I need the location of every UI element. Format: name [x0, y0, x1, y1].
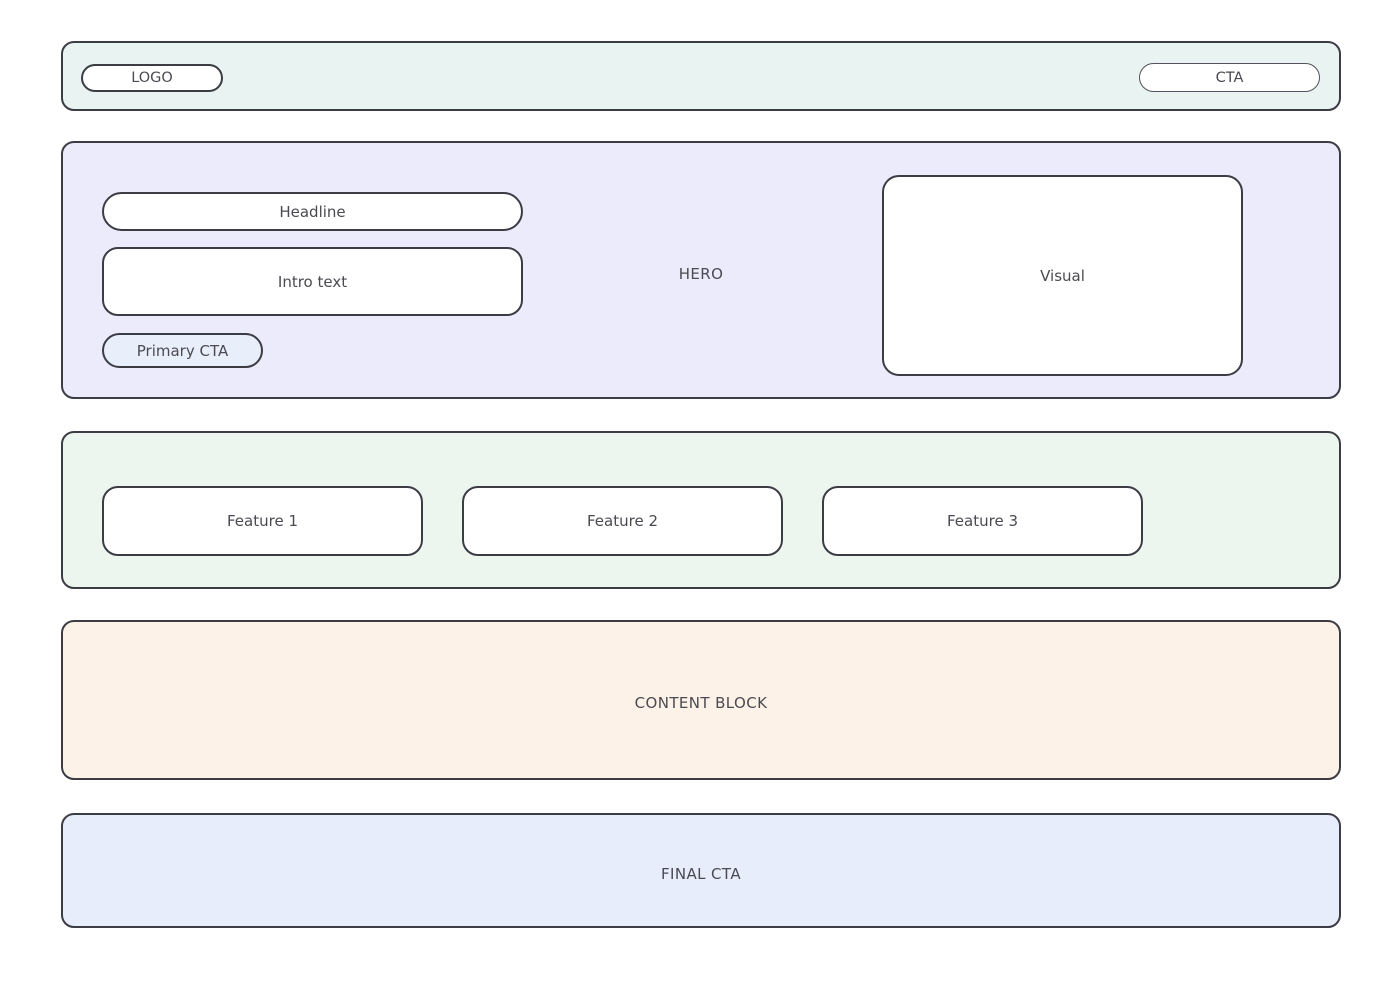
- hero-section: HERO Headline Intro text Primary CTA Vis…: [61, 141, 1341, 399]
- hero-section-label: HERO: [678, 265, 724, 283]
- hero-headline-label: Headline: [279, 202, 346, 221]
- feature-card-label: Feature 2: [587, 512, 658, 530]
- hero-intro-label: Intro text: [277, 272, 348, 291]
- content-block-label: CONTENT BLOCK: [634, 694, 768, 712]
- feature-card-label: Feature 3: [947, 512, 1018, 530]
- hero-headline-placeholder: Headline: [102, 192, 523, 231]
- hero-visual-label: Visual: [1040, 266, 1085, 285]
- logo-label: LOGO: [131, 70, 173, 86]
- final-cta-label: FINAL CTA: [661, 865, 741, 883]
- header-cta-button[interactable]: CTA: [1139, 63, 1320, 92]
- hero-primary-cta-label: Primary CTA: [136, 341, 229, 360]
- hero-intro-placeholder: Intro text: [102, 247, 523, 316]
- hero-visual-placeholder: Visual: [882, 175, 1243, 376]
- logo-pill[interactable]: LOGO: [81, 64, 223, 92]
- feature-card[interactable]: Feature 2: [462, 486, 783, 556]
- content-block-section: CONTENT BLOCK: [61, 620, 1341, 780]
- hero-primary-cta-button[interactable]: Primary CTA: [102, 333, 263, 368]
- header-section: LOGO CTA: [61, 41, 1341, 111]
- header-cta-label: CTA: [1215, 69, 1244, 86]
- features-section: Feature 1 Feature 2 Feature 3: [61, 431, 1341, 589]
- final-cta-section[interactable]: FINAL CTA: [61, 813, 1341, 928]
- feature-card[interactable]: Feature 3: [822, 486, 1143, 556]
- feature-card[interactable]: Feature 1: [102, 486, 423, 556]
- feature-card-label: Feature 1: [227, 512, 298, 530]
